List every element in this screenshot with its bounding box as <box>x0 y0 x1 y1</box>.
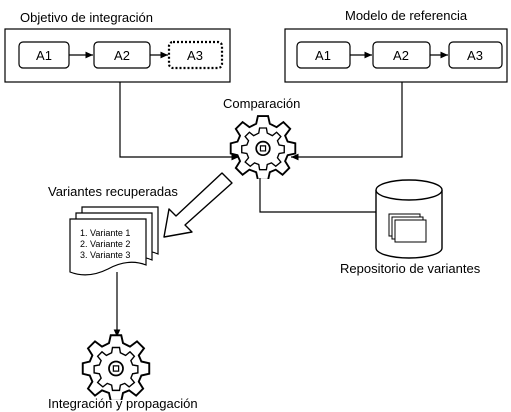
integration-target-title: Objetivo de integración <box>20 10 153 25</box>
connector-reference-to-comparison <box>291 82 403 161</box>
target-node-a2-label: A2 <box>114 48 130 63</box>
repository-label: Repositorio de variantes <box>340 261 481 276</box>
integration-gear-icon <box>81 334 151 400</box>
target-node-a1-label: A1 <box>36 48 52 63</box>
retrieve-arrow-icon <box>163 172 233 238</box>
reference-node-a3-label: A3 <box>467 48 483 63</box>
reference-node-a1-label: A1 <box>315 48 331 63</box>
database-icon <box>375 179 443 259</box>
variant-item-1: 1. Variante 1 <box>80 228 130 238</box>
reference-model-title: Modelo de referencia <box>345 8 468 23</box>
document-stack-icon <box>69 206 159 276</box>
target-node-a3-label: A3 <box>187 48 203 63</box>
reference-node-a3 <box>448 41 503 69</box>
variants-title: Variantes recuperadas <box>48 184 178 199</box>
connector-comparison-to-repository <box>259 178 376 213</box>
connector-target-to-comparison <box>119 82 239 161</box>
variant-item-2: 2. Variante 2 <box>80 239 130 249</box>
variant-item-3: 3. Variante 3 <box>80 250 130 260</box>
comparison-label: Comparación <box>223 96 300 111</box>
reference-node-a2-label: A2 <box>393 48 409 63</box>
comparison-gear-icon <box>229 115 297 179</box>
target-node-a3-pending <box>167 40 224 70</box>
integration-label: Integración y propagación <box>48 396 198 411</box>
